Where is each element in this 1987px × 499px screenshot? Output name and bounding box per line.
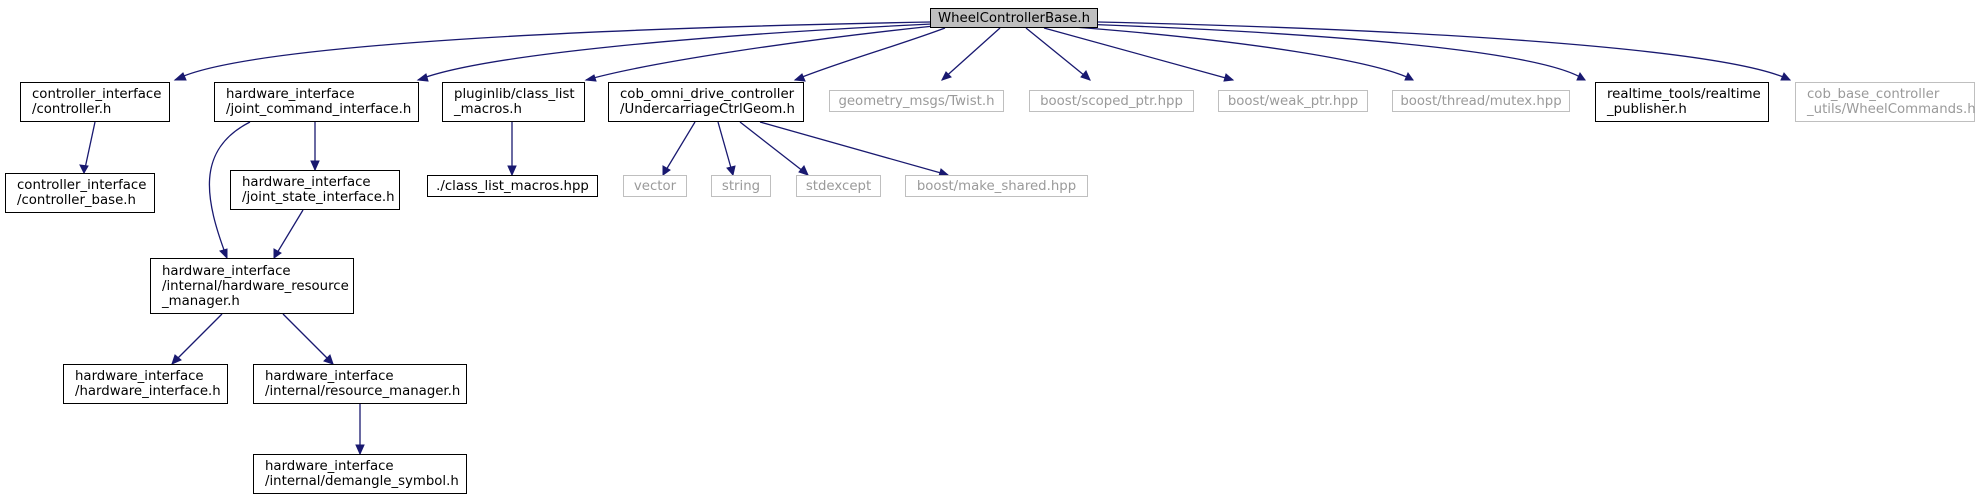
edge-joint-command-resource bbox=[208, 121, 251, 259]
arrowhead bbox=[416, 73, 429, 82]
arrowhead bbox=[726, 165, 736, 177]
node-stdexcept[interactable]: stdexcept bbox=[796, 175, 881, 197]
arrowhead bbox=[1780, 72, 1792, 81]
node-demangle-symbol[interactable]: hardware_interface /internal/demangle_sy… bbox=[253, 454, 467, 494]
node-joint-command-interface[interactable]: hardware_interface /joint_command_interf… bbox=[214, 82, 419, 122]
node-wheel-commands[interactable]: cob_base_controller _utils/WheelCommands… bbox=[1795, 82, 1976, 122]
node-class-list-macros-hpp[interactable]: ./class_list_macros.hpp bbox=[427, 175, 598, 197]
edge-root-scoped bbox=[1025, 27, 1091, 81]
arrowhead bbox=[1576, 71, 1586, 81]
edge-resource-resource-manager bbox=[282, 313, 334, 365]
edge-under-string bbox=[717, 121, 734, 176]
arrowhead bbox=[171, 354, 182, 365]
arrowhead bbox=[941, 71, 952, 81]
edge-under-stdexcept bbox=[739, 121, 809, 176]
edge-joint-state-resource bbox=[273, 209, 304, 259]
node-undercarriage-ctrl-geom[interactable]: cob_omni_drive_controller /Undercarriage… bbox=[608, 82, 804, 122]
node-controller-base[interactable]: controller_interface /controller_base.h bbox=[5, 173, 155, 213]
edge-root-joint-command bbox=[417, 23, 933, 81]
edge-resource-hw-interface bbox=[171, 313, 223, 365]
arrowhead bbox=[584, 74, 597, 82]
arrowhead bbox=[273, 248, 282, 259]
node-hardware-interface[interactable]: hardware_interface /hardware_interface.h bbox=[63, 364, 228, 404]
node-mutex[interactable]: boost/thread/mutex.hpp bbox=[1392, 90, 1570, 112]
edge-root-twist bbox=[941, 27, 1001, 81]
edge-root-wheel-commands bbox=[1097, 21, 1791, 81]
edge-under-make-shared bbox=[759, 121, 949, 176]
edge-controller-base bbox=[83, 121, 96, 174]
node-controller[interactable]: controller_interface /controller.h bbox=[20, 82, 170, 122]
arrowhead bbox=[662, 165, 671, 176]
node-hardware-resource-manager[interactable]: hardware_interface /internal/hardware_re… bbox=[150, 258, 354, 314]
arrowhead bbox=[1223, 73, 1235, 82]
arrowhead bbox=[219, 248, 228, 260]
arrowhead bbox=[323, 354, 334, 365]
arrowhead bbox=[793, 73, 806, 82]
edge-root-class-list bbox=[585, 25, 935, 81]
arrowhead bbox=[1080, 70, 1091, 81]
node-class-list-macros-h[interactable]: pluginlib/class_list _macros.h bbox=[442, 82, 585, 122]
node-scoped-ptr[interactable]: boost/scoped_ptr.hpp bbox=[1029, 90, 1194, 112]
node-wheel-controller-base[interactable]: WheelControllerBase.h bbox=[930, 8, 1098, 28]
node-resource-manager[interactable]: hardware_interface /internal/resource_ma… bbox=[253, 364, 467, 404]
node-string[interactable]: string bbox=[711, 175, 771, 197]
edge-root-realtime bbox=[1079, 23, 1586, 81]
edge-root-mutex bbox=[1059, 25, 1414, 81]
node-twist[interactable]: geometry_msgs/Twist.h bbox=[829, 90, 1004, 112]
edge-root-controller bbox=[174, 21, 931, 81]
node-joint-state-interface[interactable]: hardware_interface /joint_state_interfac… bbox=[230, 170, 400, 210]
arrowhead bbox=[1404, 71, 1414, 81]
node-vector[interactable]: vector bbox=[623, 175, 687, 197]
edge-under-vector bbox=[662, 121, 696, 176]
node-realtime-publisher[interactable]: realtime_tools/realtime _publisher.h bbox=[1595, 82, 1769, 122]
edge-root-undercarriage bbox=[794, 27, 946, 81]
arrowhead bbox=[355, 444, 365, 456]
node-make-shared[interactable]: boost/make_shared.hpp bbox=[905, 175, 1088, 197]
arrowhead bbox=[79, 164, 89, 175]
edge-root-weak bbox=[1043, 27, 1234, 81]
node-weak-ptr[interactable]: boost/weak_ptr.hpp bbox=[1218, 90, 1368, 112]
arrowhead bbox=[798, 165, 809, 176]
arrowhead bbox=[310, 160, 320, 172]
arrowhead bbox=[507, 165, 517, 177]
arrowhead bbox=[173, 72, 187, 81]
